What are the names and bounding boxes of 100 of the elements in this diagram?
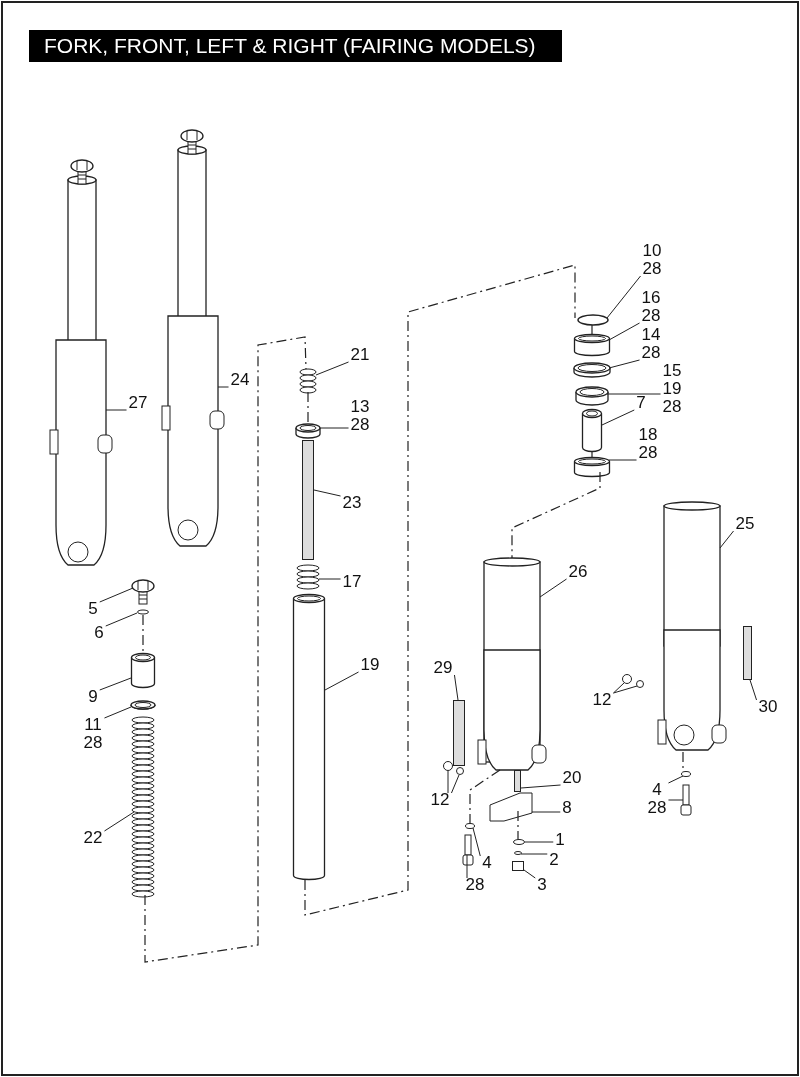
reflector-drawing <box>453 700 465 766</box>
callout-number: 21 <box>350 346 370 364</box>
callout-number: 14 <box>641 326 661 344</box>
leader-line <box>450 774 460 794</box>
callout-number: 16 <box>641 289 661 307</box>
leader-line <box>99 587 134 603</box>
leader-line <box>520 853 548 855</box>
leader-line <box>667 799 684 801</box>
washer-drawing <box>456 767 464 775</box>
leader-line <box>523 869 536 879</box>
callout-number: 1 <box>555 831 565 849</box>
leader-line <box>315 361 350 376</box>
callout-number: 18 <box>638 426 658 444</box>
callout-number: 5 <box>88 600 98 618</box>
phantom-line <box>511 471 601 559</box>
leader-line <box>524 841 554 843</box>
leader-line <box>749 679 758 701</box>
leader-line <box>99 677 132 691</box>
leader-line <box>667 775 684 784</box>
callout-number: 15 <box>662 362 682 380</box>
pin-drawing <box>514 770 521 792</box>
leader-line <box>608 459 638 461</box>
callout-number: 12 <box>592 691 612 709</box>
cap-bolt-drawing <box>131 579 155 605</box>
callout-number: 24 <box>230 371 250 389</box>
spring-drawing <box>131 716 155 898</box>
fork-leg-drawing <box>657 501 727 751</box>
callout-number: 6 <box>94 624 104 642</box>
leader-line <box>531 811 561 813</box>
leader-line <box>103 811 135 832</box>
callout-number: 19 <box>360 656 380 674</box>
o-ring-drawing <box>137 609 149 615</box>
leader-line <box>318 578 342 580</box>
callout-number: 12 <box>430 791 450 809</box>
leader-line <box>606 393 662 395</box>
leader-line <box>612 685 638 694</box>
callout-number: 10 <box>642 242 662 260</box>
fork-tube-drawing <box>292 593 326 881</box>
leader-line <box>313 489 342 497</box>
leader-line <box>539 578 568 598</box>
leader-line <box>466 854 468 879</box>
callout-number: 28 <box>662 398 682 416</box>
callout-number: 20 <box>562 769 582 787</box>
washer-drawing <box>573 362 611 378</box>
callout-number: 28 <box>641 344 661 362</box>
fork-slider-drawing <box>49 159 113 566</box>
leader-line <box>105 409 128 411</box>
fork-leg-drawing <box>477 557 547 771</box>
leader-line <box>601 409 635 426</box>
bolt-drawing <box>680 784 692 816</box>
leader-line <box>612 682 625 694</box>
reflector-drawing <box>743 626 752 680</box>
leader-line <box>105 612 138 627</box>
o-ring-drawing <box>465 823 475 829</box>
plug-drawing <box>622 674 632 684</box>
spring-drawing <box>296 564 320 590</box>
leader-line <box>472 827 481 857</box>
callout-number: 29 <box>433 659 453 677</box>
plug-drawing <box>443 761 453 771</box>
phantom-line <box>144 336 307 963</box>
callout-number: 11 <box>83 716 103 734</box>
leader-line <box>453 674 459 701</box>
leader-line <box>103 706 132 719</box>
clamp-drawing <box>489 792 533 822</box>
leader-line <box>319 427 350 429</box>
o-ring-drawing <box>681 771 691 777</box>
phantom-line <box>469 769 501 824</box>
phantom-line <box>591 324 593 335</box>
cap-drawing <box>299 368 317 394</box>
callout-number: 28 <box>350 416 370 434</box>
ring-drawing <box>130 700 156 710</box>
washer-drawing <box>513 839 525 845</box>
callout-number: 28 <box>642 260 662 278</box>
callout-number: 2 <box>549 851 559 869</box>
callout-number: 17 <box>342 573 362 591</box>
spacer-drawing <box>130 652 156 689</box>
lock-washer-drawing <box>514 851 522 855</box>
leader-line <box>520 784 562 789</box>
leader-line <box>217 386 230 388</box>
callout-number: 27 <box>128 394 148 412</box>
phantom-line <box>591 451 593 458</box>
callout-number: 4 <box>482 854 492 872</box>
leader-line <box>608 359 641 369</box>
callout-number: 22 <box>83 829 103 847</box>
cup-drawing <box>575 386 609 406</box>
callout-number: 8 <box>562 799 572 817</box>
callout-number: 26 <box>568 563 588 581</box>
callout-number: 25 <box>735 515 755 533</box>
damper-rod-drawing <box>302 440 314 560</box>
callout-number: 4 <box>651 781 663 799</box>
callout-number: 28 <box>465 876 485 894</box>
callout-number: 3 <box>537 876 547 894</box>
diagram-title: FORK, FRONT, LEFT & RIGHT (FAIRING MODELS) <box>29 30 562 62</box>
callout-number: 7 <box>636 394 646 412</box>
callout-number: 19 <box>662 380 682 398</box>
callout-number: 28 <box>638 444 658 462</box>
washer-drawing <box>636 680 644 688</box>
fork-slider-drawing <box>161 129 225 547</box>
sleeve-drawing <box>581 408 603 453</box>
callout-number: 28 <box>647 799 667 817</box>
